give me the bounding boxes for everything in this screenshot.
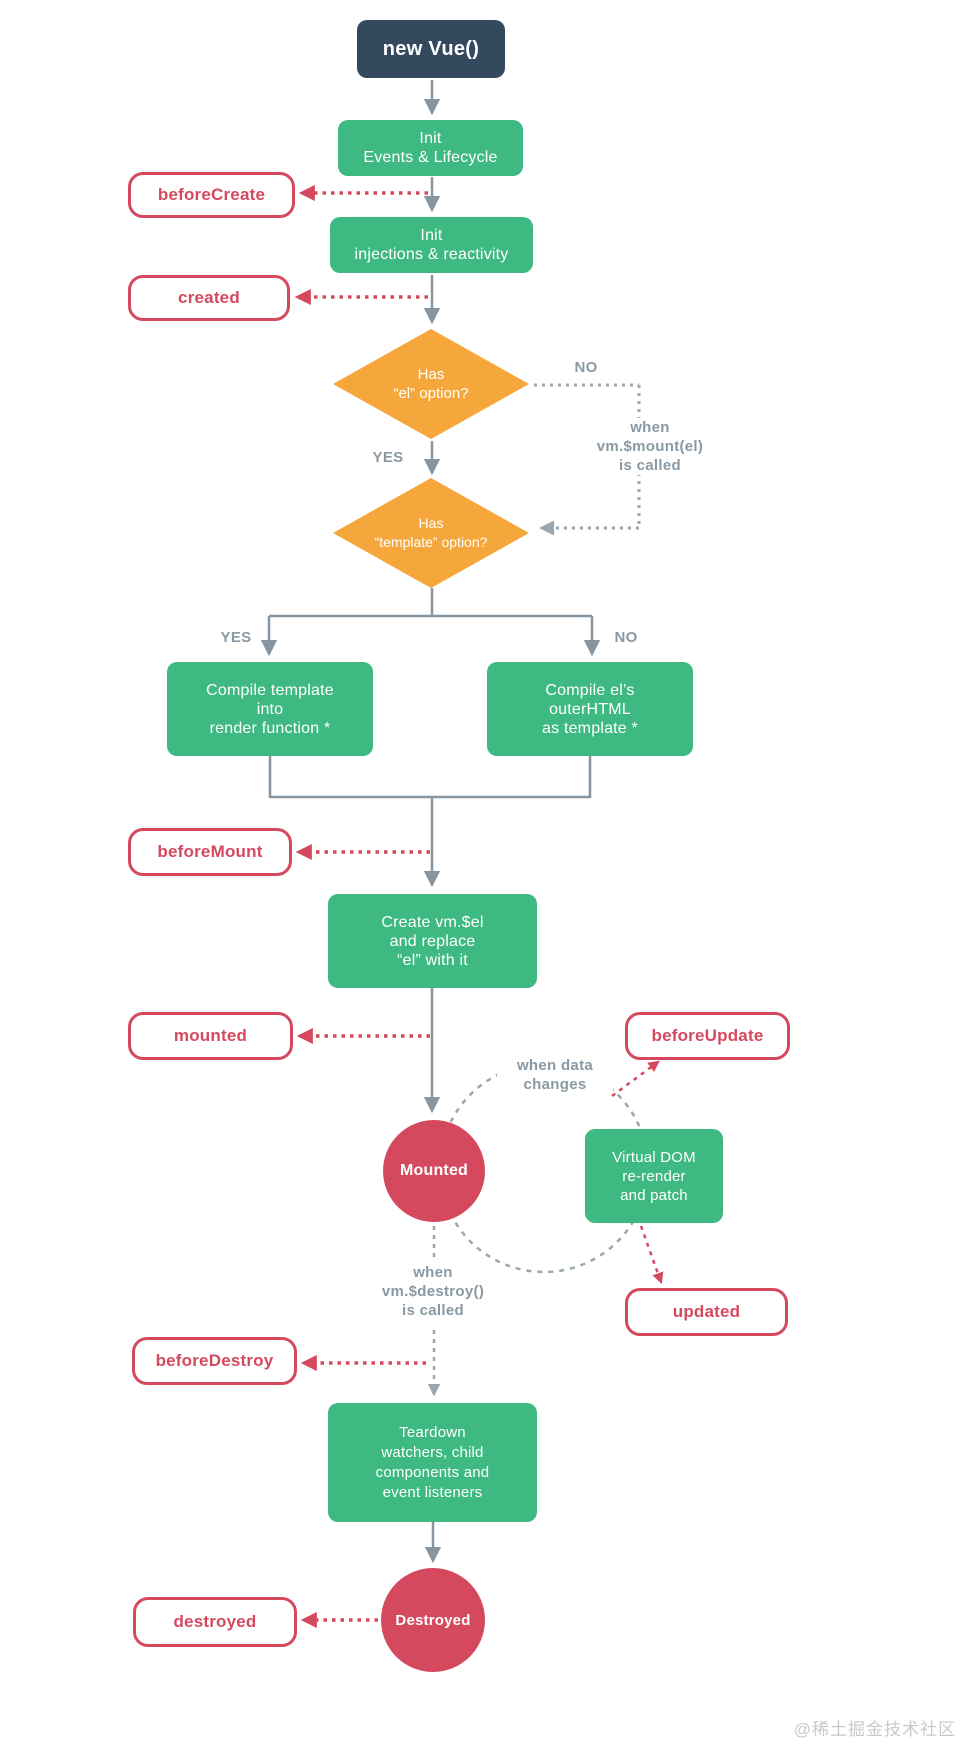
hook-before-mount-label: beforeMount [157,842,263,861]
label-when-data-line2: changes [523,1076,587,1093]
label-when-mount-line3: is called [619,457,681,474]
hook-updated: updated [625,1288,788,1336]
label-when-destroy-line1: when [413,1264,453,1281]
node-teardown-line1: Teardown [399,1423,466,1441]
node-teardown-line2: watchers, child [381,1443,484,1461]
node-virtual-dom-line2: re-render [622,1167,686,1185]
hook-before-destroy: beforeDestroy [132,1337,297,1385]
node-compile-el-line1: Compile el’s [545,681,635,699]
hook-created: created [128,275,290,321]
node-compile-template: Compile template into render function * [167,662,373,756]
node-new-vue-label: new Vue() [382,37,480,60]
decision-has-template-line2: “template” option? [374,534,488,550]
node-teardown: Teardown watchers, child components and … [328,1403,537,1522]
node-compile-el-line2: outerHTML [549,700,631,718]
label-no-template: NO [614,629,638,646]
node-compile-template-line3: render function * [209,719,331,737]
hook-created-label: created [178,288,240,307]
state-destroyed-label: Destroyed [395,1611,471,1629]
state-mounted-label: Mounted [399,1162,469,1179]
hook-before-update: beforeUpdate [625,1012,790,1060]
decision-has-template-line1: Has [418,515,444,531]
node-compile-el-line3: as template * [542,719,638,737]
label-yes-el: YES [372,449,404,466]
node-create-vm-el-line2: and replace [389,932,476,950]
state-mounted-circle: Mounted [383,1120,485,1222]
label-when-destroy: when vm.$destroy() is called [370,1263,496,1320]
label-when-mount: when vm.$mount(el) is called [586,418,714,475]
node-compile-el: Compile el’s outerHTML as template * [487,662,693,756]
node-init-injections-line2: injections & reactivity [354,246,509,263]
hook-before-update-label: beforeUpdate [651,1026,764,1045]
node-init-events-line2: Events & Lifecycle [363,149,498,166]
label-when-mount-line1: when [630,419,670,436]
label-no-el: NO [574,359,598,376]
label-when-destroy-line3: is called [402,1302,464,1319]
dashed-arrow-updated [639,1225,664,1285]
watermark: @稀土掘金技术社区 [793,1720,956,1739]
node-compile-template-line1: Compile template [206,681,334,699]
hook-before-destroy-label: beforeDestroy [155,1351,274,1370]
node-new-vue: new Vue() [357,20,505,78]
node-create-vm-el-line1: Create vm.$el [381,913,484,931]
node-teardown-line4: event listeners [382,1483,483,1501]
hook-before-create: beforeCreate [128,172,295,218]
hook-mounted: mounted [128,1012,293,1060]
hook-updated-label: updated [672,1302,741,1321]
node-teardown-line3: components and [375,1463,490,1481]
hook-destroyed: destroyed [133,1597,297,1647]
label-when-data: when data changes [497,1056,613,1094]
label-yes-template: YES [220,629,252,646]
node-virtual-dom-line1: Virtual DOM [612,1148,696,1166]
label-when-destroy-line2: vm.$destroy() [381,1283,485,1300]
decision-has-el-line2: “el” option? [393,385,469,402]
node-init-injections: Init injections & reactivity [330,217,533,273]
hook-before-mount: beforeMount [128,828,292,876]
node-init-events: Init Events & Lifecycle [338,120,523,176]
node-create-vm-el-line3: “el” with it [397,951,468,969]
hook-mounted-label: mounted [173,1026,248,1045]
label-when-data-line1: when data [516,1057,594,1074]
state-destroyed-circle: Destroyed [381,1568,485,1672]
hook-before-create-label: beforeCreate [157,185,266,204]
decision-has-el-line1: Has [417,366,445,383]
node-compile-template-line2: into [256,700,284,718]
node-virtual-dom-line3: and patch [620,1186,688,1204]
node-create-vm-el: Create vm.$el and replace “el” with it [328,894,537,988]
label-when-mount-line2: vm.$mount(el) [596,438,704,455]
node-init-events-line1: Init [419,130,442,147]
node-init-injections-line1: Init [420,227,443,244]
node-virtual-dom: Virtual DOM re-render and patch [585,1129,723,1223]
dashed-arrow-beforeupdate [611,1060,660,1098]
hook-destroyed-label: destroyed [173,1612,257,1631]
